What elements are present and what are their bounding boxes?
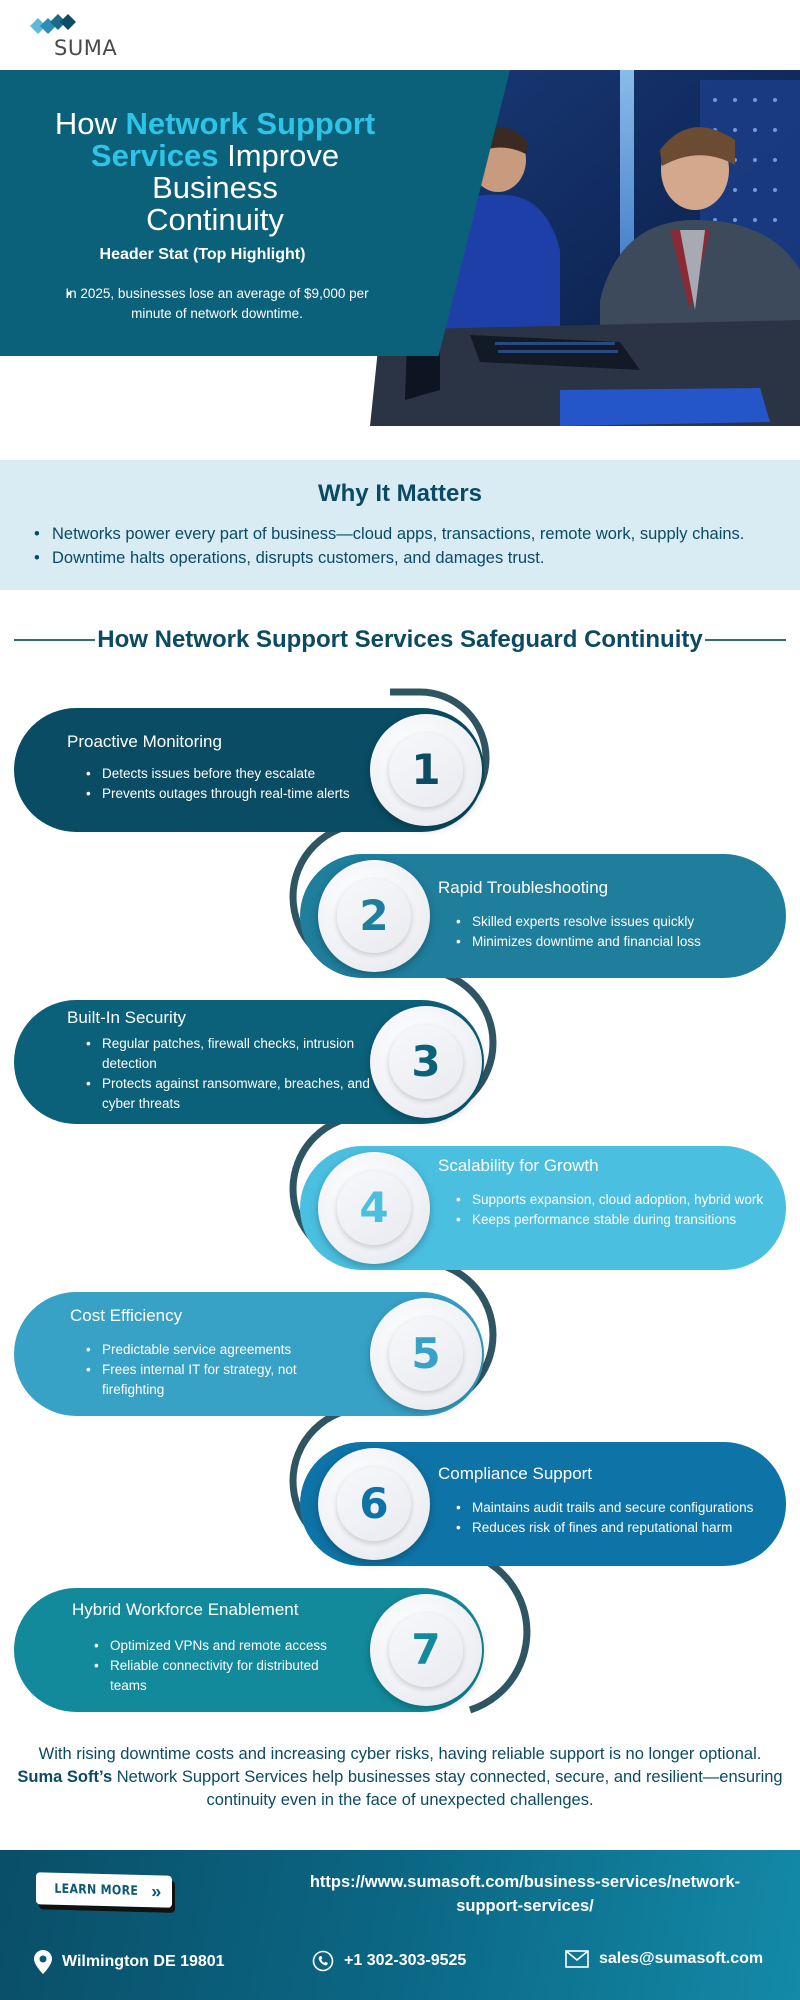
step-item: Supports expansion, cloud adoption, hybr…	[454, 1190, 774, 1210]
step-title: Compliance Support	[438, 1464, 593, 1483]
step-list: Skilled experts resolve issues quickly M…	[454, 912, 774, 952]
step-number-badge: 3	[370, 1006, 482, 1118]
step-item: Skilled experts resolve issues quickly	[454, 912, 774, 932]
phone-icon	[312, 1950, 334, 1972]
why-item: Downtime halts operations, disrupts cust…	[34, 546, 744, 570]
suma-logo[interactable]: SUMA	[30, 14, 120, 60]
why-list: Networks power every part of business—cl…	[34, 522, 744, 570]
email-text: sales@sumasoft.com	[599, 1950, 764, 1967]
step-item: Regular patches, firewall checks, intrus…	[84, 1034, 384, 1074]
step-number-badge: 7	[370, 1594, 482, 1706]
hero-banner: How Network Support Services Improve Bus…	[0, 70, 800, 426]
step-item: Maintains audit trails and secure config…	[454, 1498, 774, 1518]
step-item: Frees internal IT for strategy, not fire…	[84, 1360, 344, 1400]
step-item: Prevents outages through real-time alert…	[84, 784, 384, 804]
hero-title: How Network Support Services Improve Bus…	[30, 108, 400, 236]
title-text: Continuity	[146, 202, 284, 237]
why-title: Why It Matters	[317, 480, 482, 507]
step-number: 3	[411, 1037, 441, 1086]
step-card-6: Compliance Support Maintains audit trail…	[300, 1442, 786, 1566]
step-card-7: Hybrid Workforce Enablement Optimized VP…	[14, 1588, 484, 1712]
hero-stat-title: Header Stat (Top Highlight)	[99, 246, 306, 263]
footer-url-link[interactable]: https://www.sumasoft.com/business-servic…	[309, 1873, 741, 1915]
phone-text: +1 302-303-9525	[344, 1952, 467, 1969]
footer: LEARN MORE » https://www.sumasoft.com/bu…	[0, 1850, 800, 2000]
step-list: Regular patches, firewall checks, intrus…	[84, 1034, 384, 1114]
logo-text: SUMA	[54, 36, 118, 60]
step-item: Reliable connectivity for distributed te…	[92, 1656, 342, 1696]
step-item: Predictable service agreements	[84, 1340, 344, 1360]
step-number: 5	[411, 1329, 441, 1378]
closing-text: With rising downtime costs and increasin…	[38, 1745, 762, 1763]
why-item: Networks power every part of business—cl…	[34, 522, 744, 546]
divider-line	[704, 639, 786, 641]
step-title: Hybrid Workforce Enablement	[72, 1600, 299, 1619]
step-item: Protects against ransomware, breaches, a…	[84, 1074, 384, 1114]
step-card-4: Scalability for Growth Supports expansio…	[300, 1146, 786, 1270]
step-card-3: Built-In Security Regular patches, firew…	[14, 1000, 484, 1124]
step-title: Rapid Troubleshooting	[438, 878, 609, 897]
step-number: 7	[411, 1625, 441, 1674]
email-envelope-icon	[565, 1950, 589, 1968]
step-number-badge: 1	[370, 714, 482, 826]
step-list: Maintains audit trails and secure config…	[454, 1498, 774, 1538]
step-list: Detects issues before they escalate Prev…	[84, 764, 384, 804]
hero-photo	[0, 70, 800, 426]
step-item: Minimizes downtime and financial loss	[454, 932, 774, 952]
learn-more-label: LEARN MORE	[54, 1881, 138, 1899]
step-title: Proactive Monitoring	[67, 732, 222, 751]
closing-text: Network Support Services help businesses…	[112, 1768, 783, 1809]
step-list: Predictable service agreements Frees int…	[84, 1340, 344, 1400]
learn-more-button[interactable]: LEARN MORE »	[36, 1872, 172, 1908]
step-card-1: Proactive Monitoring Detects issues befo…	[14, 708, 484, 832]
closing-brand: Suma Soft’s	[17, 1768, 113, 1786]
step-item: Keeps performance stable during transiti…	[454, 1210, 774, 1230]
hero-text-panel: How Network Support Services Improve Bus…	[0, 70, 510, 356]
step-number: 6	[359, 1479, 389, 1528]
step-number-badge: 4	[318, 1152, 430, 1264]
step-title: Cost Efficiency	[70, 1306, 183, 1325]
hero-stat-text: In 2025, businesses lose an average of $…	[52, 284, 382, 324]
step-list: Supports expansion, cloud adoption, hybr…	[454, 1190, 774, 1230]
step-number-badge: 5	[370, 1298, 482, 1410]
step-number: 2	[359, 891, 389, 940]
step-number-badge: 6	[318, 1448, 430, 1560]
title-highlight: Services	[90, 138, 219, 173]
steps-container: Proactive Monitoring Detects issues befo…	[0, 680, 800, 1720]
contact-email[interactable]: sales@sumasoft.com	[565, 1950, 763, 1968]
step-card-5: Cost Efficiency Predictable service agre…	[14, 1292, 484, 1416]
step-list: Optimized VPNs and remote access Reliabl…	[92, 1636, 342, 1696]
title-text: Improve Business	[152, 138, 340, 205]
title-text: How	[54, 106, 126, 141]
section-header: How Network Support Services Safeguard C…	[14, 622, 786, 658]
location-pin-icon	[34, 1950, 52, 1974]
double-chevron-right-icon: »	[151, 1880, 162, 1901]
contact-location: Wilmington DE 19801	[34, 1950, 225, 1974]
step-number-badge: 2	[318, 860, 430, 972]
step-number: 1	[411, 745, 441, 794]
step-number: 4	[359, 1183, 389, 1232]
step-title: Built-In Security	[67, 1008, 187, 1027]
contact-phone[interactable]: +1 302-303-9525	[312, 1950, 466, 1972]
section-title: How Network Support Services Safeguard C…	[97, 626, 703, 653]
step-item: Optimized VPNs and remote access	[92, 1636, 342, 1656]
location-text: Wilmington DE 19801	[62, 1953, 225, 1970]
step-item: Reduces risk of fines and reputational h…	[454, 1518, 774, 1538]
divider-line	[14, 639, 96, 641]
step-title: Scalability for Growth	[438, 1156, 599, 1175]
step-item: Detects issues before they escalate	[84, 764, 384, 784]
why-it-matters-section: Why It Matters Networks power every part…	[0, 460, 800, 590]
closing-paragraph: With rising downtime costs and increasin…	[10, 1743, 790, 1812]
step-card-2: Rapid Troubleshooting Skilled experts re…	[300, 854, 786, 978]
engineers-photo-illustration	[370, 70, 800, 426]
title-highlight: Network Support	[125, 106, 376, 141]
suma-diamond-logo-icon	[30, 14, 76, 34]
